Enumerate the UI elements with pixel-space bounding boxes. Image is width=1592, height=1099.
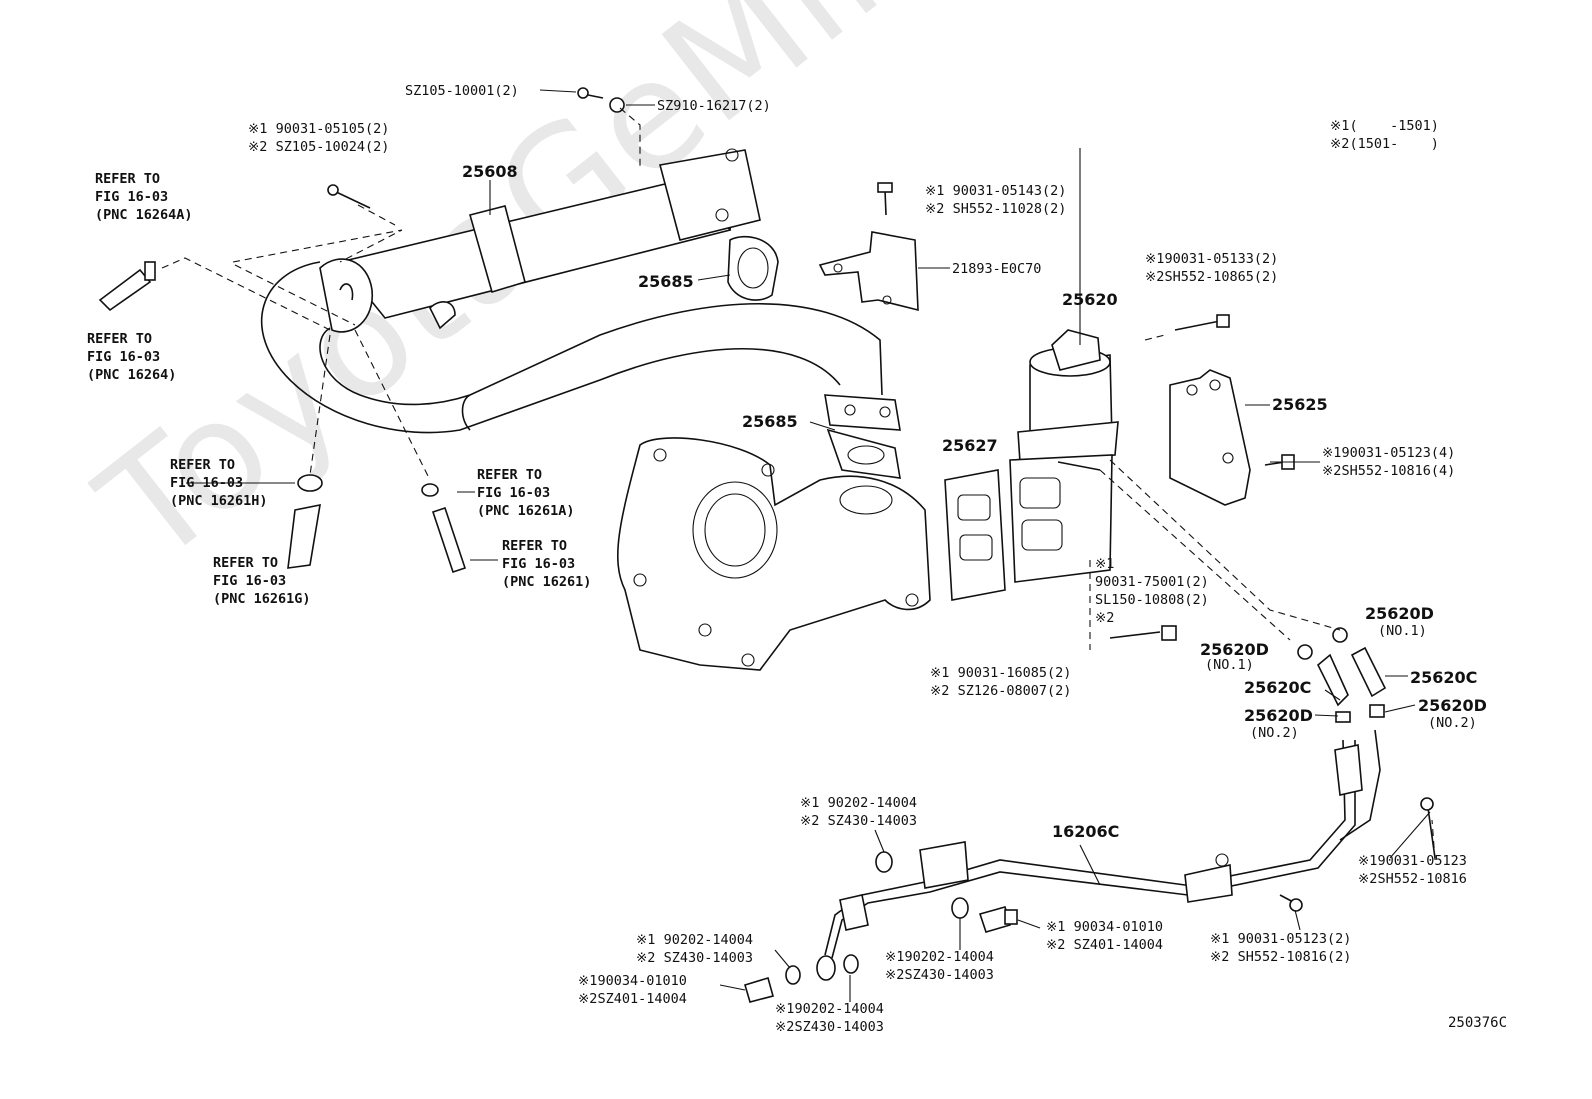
callout-union-bolt-left: ※190034-01010 ※2SZ401-14004 bbox=[578, 973, 687, 1007]
part-sub-25620d-no2-left: (NO.2) bbox=[1250, 725, 1299, 741]
part-number-21893: 21893-E0C70 bbox=[952, 261, 1042, 277]
callout-bolt-pipe-right: ※190031-05123 ※2SH552-10816 bbox=[1358, 853, 1467, 887]
egr-cooler-25608 bbox=[319, 148, 761, 333]
egr-valve-25620 bbox=[1009, 329, 1119, 583]
callout-sz910-16217: SZ910-16217(2) bbox=[657, 98, 771, 114]
part-number-25685-lower: 25685 bbox=[742, 412, 798, 431]
figure-code: 250376C bbox=[1448, 1015, 1508, 1031]
part-number-25620d-no2-right: 25620D bbox=[1418, 696, 1487, 715]
callout-union-bolt-right: ※1 90034-01010 ※2 SZ401-14004 bbox=[1046, 919, 1163, 953]
bolts bbox=[327, 87, 1436, 912]
part-sub-25620d-no2-right: (NO.2) bbox=[1428, 715, 1477, 731]
part-number-25620: 25620 bbox=[1062, 290, 1118, 309]
callout-stud-valve: ※1 90031-75001(2) SL150-10808(2) ※2 bbox=[1095, 556, 1209, 626]
callout-stud-bottom: ※1 90031-16085(2) ※2 SZ126-08007(2) bbox=[930, 665, 1072, 699]
refer-16261a: REFER TO FIG 16-03 (PNC 16261A) bbox=[477, 467, 575, 519]
callout-gasket-left: ※1 90202-14004 ※2 SZ430-14003 bbox=[636, 932, 753, 966]
part-number-25620d-no1-right: 25620D bbox=[1365, 604, 1434, 623]
callout-bolt-pipe-mid: ※1 90031-05123(2) ※2 SH552-10816(2) bbox=[1210, 931, 1352, 965]
gasket-25627 bbox=[944, 469, 1006, 601]
intake-manifold bbox=[617, 437, 931, 671]
callout-bolt-valve: ※190031-05133(2) ※2SH552-10865(2) bbox=[1145, 251, 1279, 285]
part-number-25608: 25608 bbox=[462, 162, 518, 181]
refer-16261h: REFER TO FIG 16-03 (PNC 16261H) bbox=[170, 457, 268, 509]
legend-line-1: ※1( -1501) bbox=[1330, 118, 1439, 134]
callout-gasket-pipe-top: ※1 90202-14004 ※2 SZ430-14003 bbox=[800, 795, 917, 829]
hoses-clamps bbox=[98, 261, 1387, 723]
legend-line-2: ※2(1501- ) bbox=[1330, 136, 1439, 152]
water-pipe-16206c bbox=[824, 729, 1381, 959]
part-number-25620c-left: 25620C bbox=[1244, 678, 1312, 697]
washers-union-bolts bbox=[744, 851, 1018, 1003]
gasket-25685-upper bbox=[727, 235, 779, 301]
part-number-25627: 25627 bbox=[942, 436, 998, 455]
part-sub-25620d-no1-right: (NO.1) bbox=[1378, 623, 1427, 639]
leader-lines bbox=[161, 89, 1436, 1002]
refer-16264: REFER TO FIG 16-03 (PNC 16264) bbox=[87, 331, 177, 383]
refer-16261g: REFER TO FIG 16-03 (PNC 16261G) bbox=[213, 555, 311, 607]
egr-pipe bbox=[261, 261, 901, 434]
callout-sz105-10001: SZ105-10001(2) bbox=[405, 83, 519, 99]
callout-gasket-bottom: ※190202-14004 ※2SZ430-14003 bbox=[775, 1001, 884, 1035]
refer-16261: REFER TO FIG 16-03 (PNC 16261) bbox=[502, 538, 592, 590]
part-number-16206c: 16206C bbox=[1052, 822, 1120, 841]
callout-gasket-mid: ※190202-14004 ※2SZ430-14003 bbox=[885, 949, 994, 983]
part-number-25685-upper: 25685 bbox=[638, 272, 694, 291]
callout-bolt-bracket: ※1 90031-05143(2) ※2 SH552-11028(2) bbox=[925, 183, 1067, 217]
part-number-25625: 25625 bbox=[1272, 395, 1328, 414]
part-number-25620d-no2-left: 25620D bbox=[1244, 706, 1313, 725]
bracket-25625 bbox=[1169, 369, 1251, 506]
part-number-25620d-no1-left: 25620D bbox=[1200, 640, 1269, 659]
gasket-25685-lower bbox=[826, 428, 901, 479]
part-sub-25620d-no1-left: (NO.1) bbox=[1205, 657, 1254, 673]
bracket-21893 bbox=[818, 231, 919, 312]
callout-bolt-top-left: ※1 90031-05105(2) ※2 SZ105-10024(2) bbox=[248, 121, 390, 155]
callout-bolt-25625: ※190031-05123(4) ※2SH552-10816(4) bbox=[1322, 445, 1456, 479]
part-number-25620c-right: 25620C bbox=[1410, 668, 1478, 687]
refer-16264a: REFER TO FIG 16-03 (PNC 16264A) bbox=[95, 171, 193, 223]
